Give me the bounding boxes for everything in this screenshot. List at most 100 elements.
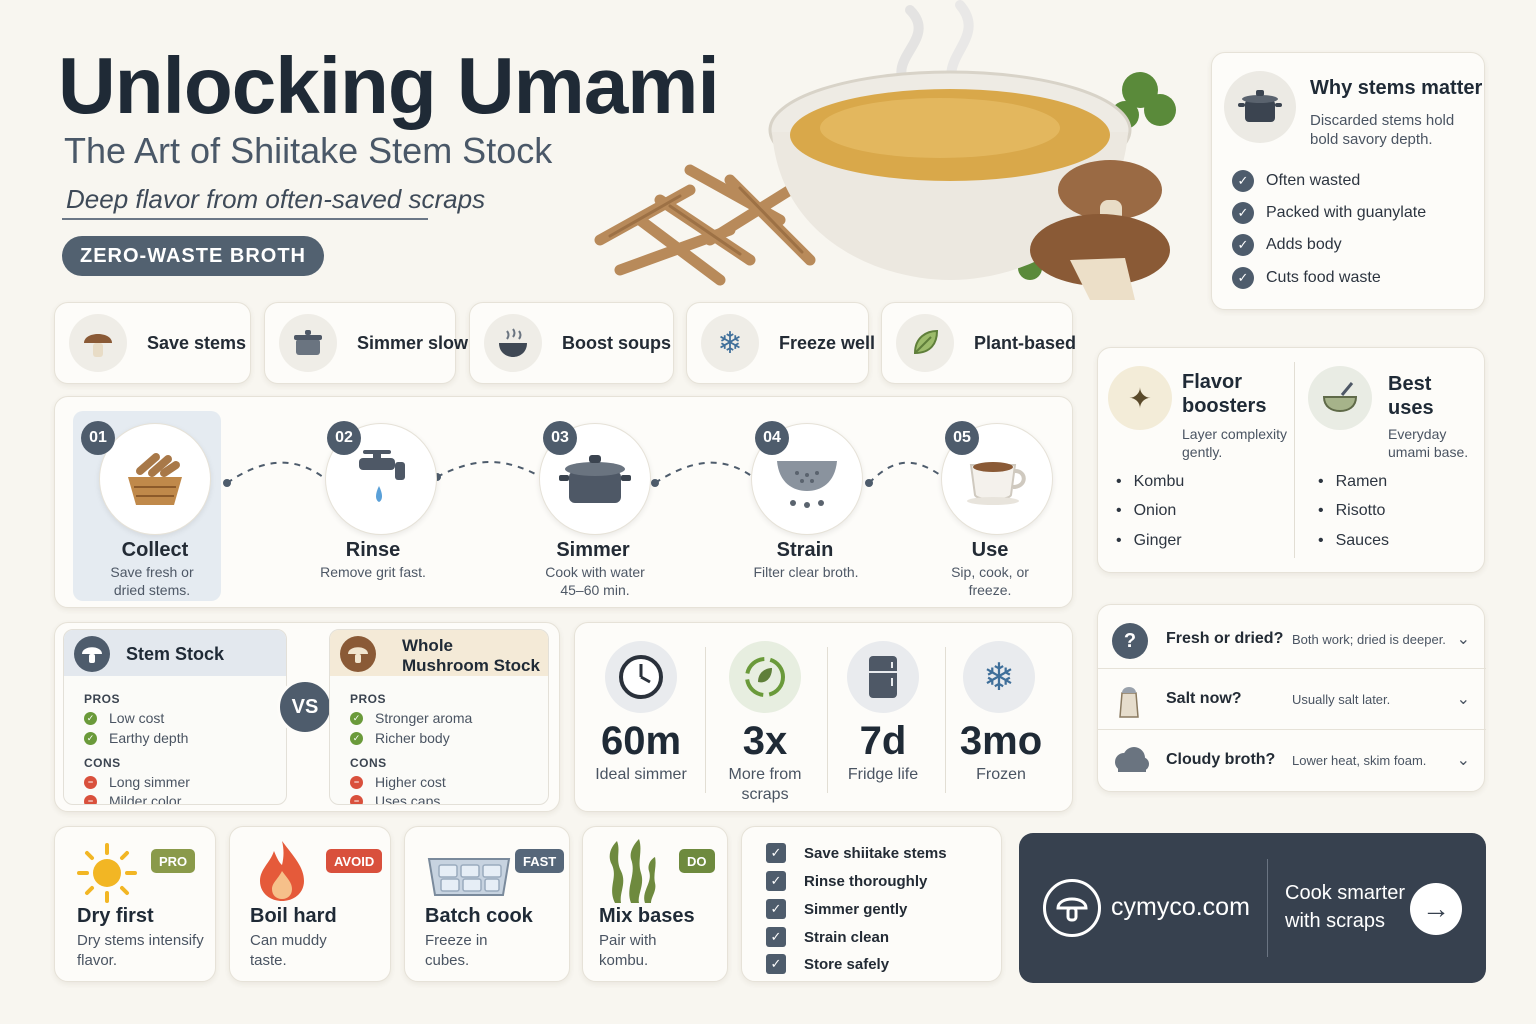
chevron-down-icon[interactable]: ⌄ [1456, 631, 1470, 648]
mushroom-icon [74, 636, 110, 672]
checklist-item[interactable]: ✓Save shiitake stems [766, 843, 947, 863]
checkbox-checked-icon[interactable]: ✓ [766, 899, 786, 919]
step-number: 04 [755, 421, 789, 455]
check-icon: ✓ [1232, 170, 1254, 192]
vs-badge: VS [277, 679, 333, 735]
flavor-item: Ginger [1116, 532, 1182, 550]
cta-site[interactable]: cymyco.com [1111, 893, 1250, 921]
stat-label: Frozen [976, 766, 1026, 783]
check-icon: ✓ [1232, 202, 1254, 224]
cta-panel[interactable]: cymyco.com Cook smarter with scraps → [1019, 833, 1486, 983]
step-title: Rinse [345, 539, 401, 561]
step-number: 02 [327, 421, 361, 455]
checklist-item[interactable]: ✓Store safely [766, 954, 889, 974]
divider [827, 647, 828, 793]
feature-label: Plant-based [974, 332, 1077, 353]
step-use-circle [941, 423, 1053, 535]
arrow-right-icon[interactable]: → [1410, 883, 1462, 935]
faq-item-cloudy-broth[interactable]: Cloudy broth? Lower heat, skim foam. ⌄ [1098, 730, 1486, 790]
faq-answer: Usually salt later. [1292, 691, 1391, 707]
checkbox-checked-icon[interactable]: ✓ [766, 927, 786, 947]
snowflake-icon: ❄ [701, 314, 759, 372]
faq-item-salt-now[interactable]: Salt now? Usually salt later. ⌄ [1098, 669, 1486, 729]
flame-icon [260, 841, 304, 901]
mushroom-icon [69, 314, 127, 372]
feature-label: Save stems [147, 332, 247, 353]
cup-icon [967, 462, 1026, 505]
step-title: Strain [776, 539, 834, 561]
uses-item: Sauces [1318, 532, 1389, 550]
stat-value: 7d [859, 719, 907, 763]
step-desc: Filter clear broth. [753, 564, 859, 580]
divider [705, 647, 706, 793]
feature-chip-freeze-well: ❄ Freeze well [686, 302, 875, 384]
uses-title: Best uses [1388, 373, 1434, 419]
cons-label: CONS [350, 756, 387, 770]
why-stems-panel: Why stems matter Discarded stems hold bo… [1211, 52, 1485, 310]
bowl-icon [1308, 366, 1372, 430]
tip-desc: Can muddy taste. [250, 932, 327, 969]
tip-tag: PRO [151, 849, 196, 873]
tip-card-dry-first: PRO Dry first Dry stems intensify flavor… [54, 826, 216, 982]
tip-tag: DO [679, 849, 715, 873]
checkbox-checked-icon[interactable]: ✓ [766, 843, 786, 863]
step-title: Use [971, 539, 1009, 561]
tip-desc: Freeze in cubes. [425, 932, 488, 969]
faq-answer: Lower heat, skim foam. [1292, 752, 1427, 768]
faq-question: Cloudy broth? [1166, 751, 1276, 768]
tip-card-boil-hard: AVOID Boil hard Can muddy taste. [229, 826, 391, 982]
step-title: Simmer [556, 539, 630, 561]
checklist-item[interactable]: ✓Strain clean [766, 927, 889, 947]
faucet-icon [359, 450, 405, 502]
stat-label: Ideal simmer [595, 766, 687, 783]
checklist-item[interactable]: ✓Rinse thoroughly [766, 871, 927, 891]
faq-item-fresh-or-dried[interactable]: ? Fresh or dried? Both work; dried is de… [1098, 609, 1486, 669]
checklist-panel: ✓Save shiitake stems ✓Rinse thoroughly ✓… [741, 826, 1002, 982]
page-title: Unlocking Umami [58, 41, 720, 130]
tip-title: Batch cook [425, 905, 533, 927]
feature-label: Freeze well [779, 332, 876, 353]
card-title: Whole Mushroom Stock [402, 636, 540, 675]
sun-icon [77, 843, 137, 903]
pros-label: PROS [350, 692, 387, 706]
tip-card-batch-cook: FAST Batch cook Freeze in cubes. [404, 826, 570, 982]
stat-value: 3mo [959, 719, 1043, 763]
pot-icon [279, 314, 337, 372]
sparkle-icon: ✦ [1108, 366, 1172, 430]
tip-card-mix-bases: DO Mix bases Pair with kombu. [582, 826, 728, 982]
divider [1294, 362, 1295, 558]
step-desc: Sip, cook, or freeze. [951, 564, 1029, 598]
step-number: 01 [81, 421, 115, 455]
seaweed-icon [609, 839, 656, 903]
checkbox-checked-icon[interactable]: ✓ [766, 871, 786, 891]
uses-item: Ramen [1318, 473, 1388, 491]
soup-bowl-icon [484, 314, 542, 372]
tip-tag: FAST [515, 849, 565, 873]
why-title: Why stems matter [1310, 77, 1483, 99]
recycle-icon [729, 641, 801, 713]
strainer-icon [777, 461, 837, 508]
checkbox-checked-icon[interactable]: ✓ [766, 954, 786, 974]
flavor-item: Onion [1116, 502, 1177, 520]
pro-item: ✓Richer body [350, 730, 450, 746]
stat-label: More from scraps [728, 766, 802, 803]
con-item: −Uses caps [350, 793, 440, 804]
stem-stock-card: Stem Stock PROS ✓Low cost ✓Earthy depth … [63, 629, 287, 805]
step-collect-circle [99, 423, 211, 535]
pot-icon [559, 455, 631, 503]
chevron-down-icon[interactable]: ⌄ [1456, 691, 1470, 708]
snowflake-icon: ❄ [963, 641, 1035, 713]
tagline-underline [62, 218, 428, 220]
step-desc: Remove grit fast. [320, 564, 426, 580]
checklist-item[interactable]: ✓Simmer gently [766, 899, 907, 919]
feature-label: Boost soups [562, 332, 672, 353]
feature-label: Simmer slow [357, 332, 469, 353]
pro-item: ✓Low cost [84, 710, 164, 726]
ice-tray-icon [427, 858, 511, 896]
chevron-down-icon[interactable]: ⌄ [1456, 752, 1470, 769]
con-item: −Milder color [84, 793, 181, 804]
faq-answer: Both work; dried is deeper. [1292, 631, 1446, 647]
flavor-desc: Layer complexity gently. [1182, 426, 1288, 460]
feature-chip-boost-soups: Boost soups [469, 302, 674, 384]
step-desc: Cook with water 45–60 min. [545, 564, 645, 598]
